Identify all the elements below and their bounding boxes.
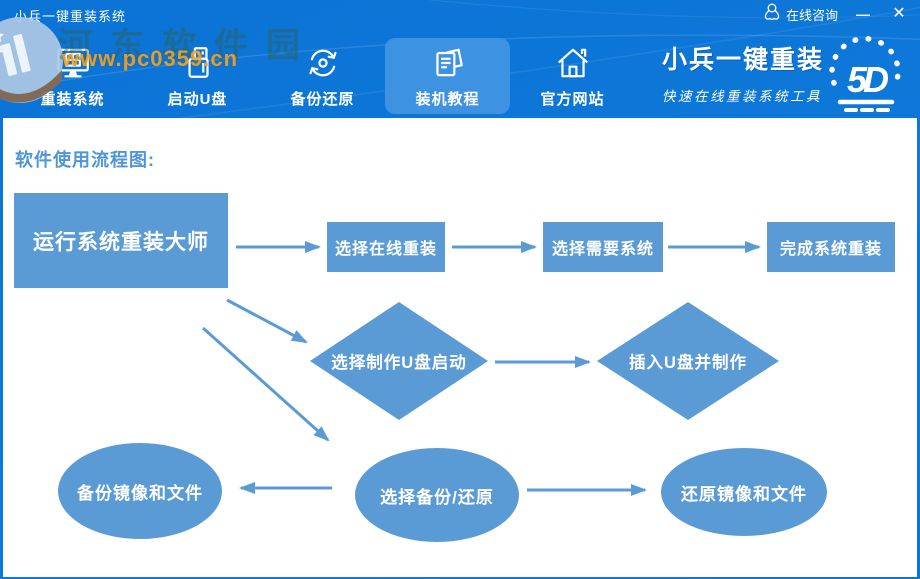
close-button[interactable]: ✕ xyxy=(892,5,906,22)
nav-item-boot-usb[interactable]: 启动U盘 xyxy=(135,38,260,114)
flow-node-online-reinstall: 选择在线重装 xyxy=(327,222,445,272)
nav-item-backup-restore[interactable]: 备份还原 xyxy=(260,38,385,114)
nav-item-tutorial[interactable]: 装机教程 xyxy=(385,38,510,114)
main-nav: 重装系统 启动U盘 xyxy=(10,38,635,114)
nav-label: 备份还原 xyxy=(290,91,355,108)
nav-label: 装机教程 xyxy=(415,91,480,108)
nav-label: 官方网站 xyxy=(540,91,605,108)
flow-node-insert-usb: 插入U盘并制作 xyxy=(597,302,779,420)
tutorial-docs-icon xyxy=(429,38,467,82)
brand-name: 小兵一键重装 xyxy=(662,46,825,74)
online-service-label: 在线咨询 xyxy=(785,7,838,23)
qq-penguin-icon xyxy=(763,2,781,27)
flowchart-title: 软件使用流程图: xyxy=(15,150,155,170)
flow-node-backup-files: 备份镜像和文件 xyxy=(58,443,222,539)
nav-item-official-site[interactable]: 官方网站 xyxy=(510,38,635,114)
nav-item-reinstall-system[interactable]: 重装系统 xyxy=(10,38,135,114)
flow-node-choose-system: 选择需要系统 xyxy=(543,222,663,272)
svg-text:5D: 5D xyxy=(847,59,888,100)
flow-node-run-master: 运行系统重装大师 xyxy=(14,193,228,288)
titlebar: 小兵一键重装系统 在线咨询 — ✕ xyxy=(0,0,920,28)
sync-arrows-icon xyxy=(304,38,342,82)
content-panel: 软件使用流程图: 运行系统重装大师 选择在线重装 选择需要系统 完 xyxy=(3,118,917,577)
home-icon xyxy=(554,38,592,82)
flow-node-choose-backup-restore: 选择备份/还原 xyxy=(355,448,519,542)
brand-area: 小兵一键重装 快速在线重装系统工具 xyxy=(662,40,912,105)
online-service-button[interactable]: 在线咨询 xyxy=(763,2,838,27)
brand-slogan: 快速在线重装系统工具 xyxy=(662,89,822,104)
nav-label: 重装系统 xyxy=(40,91,105,108)
brand-logo-mark: 5D xyxy=(829,36,901,112)
flow-node-finish-reinstall: 完成系统重装 xyxy=(767,222,895,272)
flow-node-make-usb-boot: 选择制作U盘启动 xyxy=(310,302,488,420)
usb-drive-icon xyxy=(179,38,217,82)
monitor-icon xyxy=(54,38,92,82)
flow-node-restore-files: 还原镜像和文件 xyxy=(661,448,827,536)
minimize-button[interactable]: — xyxy=(856,6,870,22)
window-title: 小兵一键重装系统 xyxy=(14,9,127,24)
nav-label: 启动U盘 xyxy=(167,91,228,108)
